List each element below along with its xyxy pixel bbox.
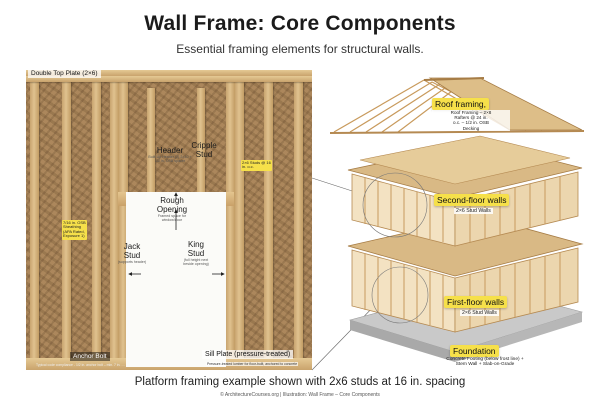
anchor-bolt-label: Anchor Bolt xyxy=(70,352,110,361)
second-floor-callout: Second-floor walls xyxy=(434,194,510,206)
top-plate xyxy=(26,70,312,76)
foundation-callout: Foundation xyxy=(450,345,499,357)
roof-framing-callout: Roof framing, xyxy=(432,98,490,110)
cripple-stud xyxy=(147,88,155,192)
sill-plate-note: Pressure-treated lumber for floor-built,… xyxy=(206,362,299,366)
figure-caption: Platform framing example shown with 2x6 … xyxy=(134,376,466,388)
leader-arrows xyxy=(128,192,225,276)
page-title: Wall Frame: Core Components xyxy=(144,12,456,35)
ridge-beam xyxy=(423,77,485,81)
stud xyxy=(264,78,273,360)
stud xyxy=(294,78,303,360)
second-floor-side-wall xyxy=(454,171,579,247)
jack-stud xyxy=(119,78,128,360)
credit-line: © ArchitectureCourses.org | Illustration… xyxy=(220,392,380,398)
stud xyxy=(62,78,71,360)
cripple-stud xyxy=(197,88,205,192)
wall-frame-photo: Double Top Plate (2×6) Header Built-Up H… xyxy=(26,70,312,370)
foundation-details: Concrete Footing (below frost line) +Ste… xyxy=(446,357,524,368)
foundation-side xyxy=(350,320,455,362)
jack-stud xyxy=(226,78,235,360)
page-subtitle: Essential framing elements for structura… xyxy=(176,42,424,56)
first-floor-detail: 2×6 Stud Walls xyxy=(460,310,499,316)
second-floor-detail: 2×6 Stud Walls xyxy=(454,208,493,214)
stud xyxy=(92,78,101,360)
sill-plate-label: Sill Plate (pressure-treated) xyxy=(202,350,294,359)
top-plate-label: Double Top Plate (2×6) xyxy=(28,70,101,78)
anchor-bolt-note: Typical code compliance - 1/2 in. anchor… xyxy=(36,363,125,367)
king-stud xyxy=(110,78,119,360)
first-floor-callout: First-floor walls xyxy=(444,296,508,308)
sheathing-tag: 7/16 in. OSB Sheathing (APA Rated, Expos… xyxy=(62,220,87,240)
top-plate xyxy=(26,76,312,82)
ceiling-plane xyxy=(359,135,571,185)
king-stud xyxy=(235,78,244,360)
header-label: Header Built-Up Header (2) 2×10 + 1/2 in… xyxy=(148,146,192,163)
stud xyxy=(30,78,39,360)
